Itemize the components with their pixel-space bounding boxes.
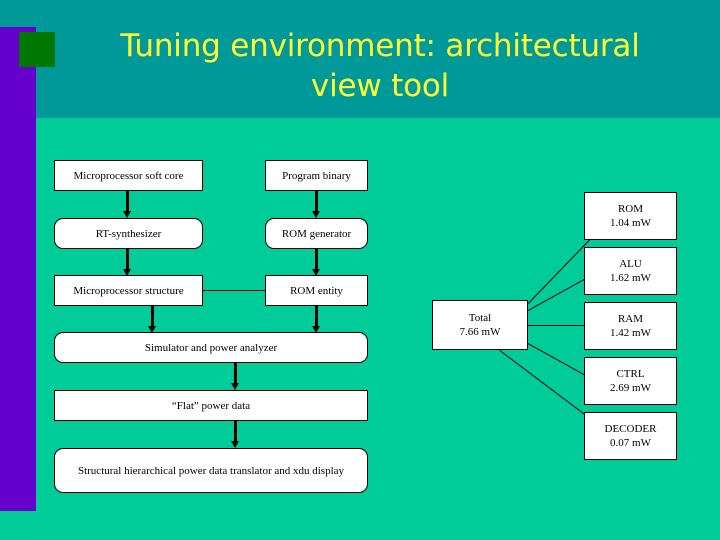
- left-accent-bar: [0, 27, 36, 511]
- power-box-total[interactable]: Total 7.66 mW: [432, 300, 528, 350]
- power-box-content: ROM 1.04 mW: [589, 202, 672, 230]
- connector-total-to-ctrl: [527, 343, 591, 379]
- connector-line-structure-to-rom-entity: [203, 290, 265, 291]
- power-box-content: CTRL 2.69 mW: [589, 367, 672, 395]
- power-box-rom[interactable]: ROM 1.04 mW: [584, 192, 677, 240]
- power-box-content: RAM 1.42 mW: [589, 312, 672, 340]
- flow-box-label: Simulator and power analyzer: [144, 341, 278, 354]
- power-box-ctrl[interactable]: CTRL 2.69 mW: [584, 357, 677, 405]
- page-title-line-1: Tuning environment: architectural: [120, 28, 640, 64]
- flow-box-program-binary[interactable]: Program binary: [265, 160, 368, 191]
- power-box-content: Total 7.66 mW: [437, 311, 523, 339]
- flow-box-rom-entity[interactable]: ROM entity: [265, 275, 368, 306]
- page-title-line-2: view tool: [310, 68, 450, 104]
- power-box-name: CTRL: [616, 368, 645, 380]
- flow-box-microprocessor-soft-core[interactable]: Microprocessor soft core: [54, 160, 203, 191]
- power-box-value: 1.62 mW: [610, 272, 651, 284]
- connector-arrowhead: [123, 211, 131, 218]
- flow-box-label: Microprocessor structure: [73, 284, 184, 297]
- flow-box-rt-synthesizer[interactable]: RT-synthesizer: [54, 218, 203, 249]
- connector-arrowhead: [312, 269, 320, 276]
- flow-box-label: Microprocessor soft core: [73, 169, 184, 182]
- power-box-name: RAM: [617, 313, 644, 325]
- connector-line: [126, 249, 129, 273]
- power-box-content: DECODER 0.07 mW: [589, 422, 672, 450]
- connector-total-to-decoder: [499, 350, 592, 420]
- connector-arrowhead: [312, 211, 320, 218]
- flow-box-label: RT-synthesizer: [95, 227, 162, 240]
- connector-line: [315, 249, 318, 273]
- power-box-value: 2.69 mW: [610, 382, 651, 394]
- page-title: Tuning environment: architectural view t…: [70, 26, 690, 106]
- power-box-content: ALU 1.62 mW: [589, 257, 672, 285]
- power-box-name: ROM: [617, 203, 644, 215]
- power-box-ram[interactable]: RAM 1.42 mW: [584, 302, 677, 350]
- power-box-value: 7.66 mW: [459, 326, 501, 338]
- flow-box-label: ROM generator: [281, 227, 352, 240]
- power-box-alu[interactable]: ALU 1.62 mW: [584, 247, 677, 295]
- power-box-value: 0.07 mW: [610, 437, 651, 449]
- connector-total-to-ram: [528, 325, 584, 326]
- power-box-name: Total: [468, 312, 492, 324]
- flow-box-simulator-and-power-analyzer[interactable]: Simulator and power analyzer: [54, 332, 368, 363]
- connector-arrowhead: [148, 326, 156, 333]
- connector-line: [126, 191, 129, 215]
- connector-arrowhead: [312, 326, 320, 333]
- power-box-name: DECODER: [604, 423, 657, 435]
- connector-line: [234, 421, 237, 445]
- flow-box-label: “Flat” power data: [171, 399, 251, 412]
- title-band: [0, 0, 720, 118]
- power-box-decoder[interactable]: DECODER 0.07 mW: [584, 412, 677, 460]
- flow-box-label: Structural hierarchical power data trans…: [77, 464, 345, 477]
- power-box-value: 1.04 mW: [610, 217, 651, 229]
- connector-line: [315, 191, 318, 215]
- flow-box-rom-generator[interactable]: ROM generator: [265, 218, 368, 249]
- flow-box-label: Program binary: [282, 169, 351, 182]
- flow-box-structural-hierarchical-translator[interactable]: Structural hierarchical power data trans…: [54, 448, 368, 493]
- green-square-decoration: [19, 32, 55, 67]
- connector-line: [151, 306, 154, 330]
- power-box-value: 1.42 mW: [610, 327, 651, 339]
- flow-box-flat-power-data[interactable]: “Flat” power data: [54, 390, 368, 421]
- flow-box-label: ROM entity: [290, 284, 343, 297]
- connector-arrowhead: [231, 383, 239, 390]
- flow-box-microprocessor-structure[interactable]: Microprocessor structure: [54, 275, 203, 306]
- connector-line: [315, 306, 318, 330]
- connector-arrowhead: [231, 441, 239, 448]
- connector-line: [234, 363, 237, 387]
- connector-arrowhead: [123, 269, 131, 276]
- power-box-name: ALU: [619, 258, 642, 270]
